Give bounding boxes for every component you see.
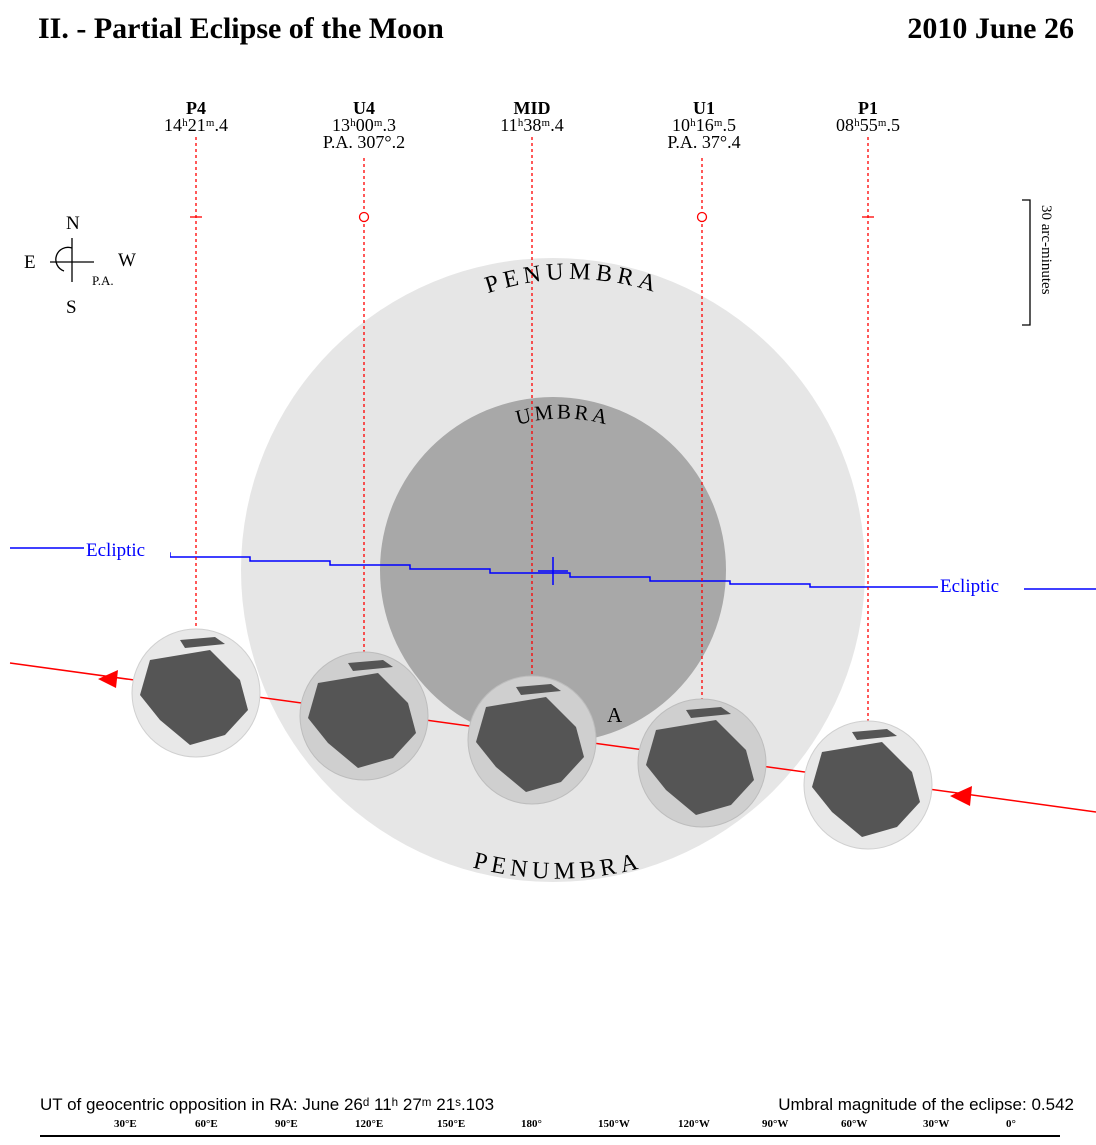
moon-path-arrow-right bbox=[950, 786, 972, 806]
eclipse-diagram: PENUMBRA UMBRA PENUMBRA A Ecliptic Eclip… bbox=[9, 137, 1096, 885]
compass-east: E bbox=[24, 252, 36, 273]
longitude-label: 90°E bbox=[275, 1118, 298, 1130]
compass-north: N bbox=[66, 213, 80, 234]
ecliptic-label-left: Ecliptic bbox=[86, 540, 145, 561]
compass-south: S bbox=[66, 297, 77, 318]
longitude-label: 0° bbox=[1006, 1118, 1016, 1130]
moon-u1 bbox=[637, 698, 767, 828]
longitude-label: 60°E bbox=[195, 1118, 218, 1130]
contact-pa: P.A. 307°.2 bbox=[322, 132, 406, 152]
compass-west: W bbox=[118, 250, 136, 271]
ecliptic-label-bg-left bbox=[84, 539, 170, 561]
contact-time: 14ʰ21ᵐ.4 bbox=[163, 115, 229, 135]
scale-label: 30 arc-minutes bbox=[1038, 205, 1054, 295]
contact-id: U4 bbox=[353, 98, 375, 118]
contact-id: P1 bbox=[858, 98, 878, 118]
contact-label-u4: U4 13ʰ00ᵐ.3 P.A. 307°.2 bbox=[304, 98, 424, 152]
eclipse-date: 2010 June 26 bbox=[907, 12, 1074, 45]
contact-time: 10ʰ16ᵐ.5 bbox=[671, 115, 737, 135]
opposition-time: UT of geocentric opposition in RA: June … bbox=[40, 1095, 495, 1114]
moon-u4 bbox=[299, 651, 429, 781]
page-title: II. - Partial Eclipse of the Moon bbox=[38, 12, 444, 45]
moon-p1 bbox=[803, 720, 933, 850]
longitude-label: 30°E bbox=[114, 1118, 137, 1130]
contact-label-u1: U1 10ʰ16ᵐ.5 P.A. 37°.4 bbox=[644, 98, 764, 152]
contact-label-p1: P1 08ʰ55ᵐ.5 bbox=[818, 98, 918, 135]
compass-pa: P.A. bbox=[92, 273, 114, 288]
moon-path-arrow-left bbox=[98, 670, 118, 688]
contact-lines bbox=[195, 137, 869, 725]
ecliptic-label-bg-right bbox=[938, 575, 1024, 597]
longitude-scale: 30°E 60°E 90°E 120°E 150°E 180° 150°W 12… bbox=[0, 1118, 1096, 1145]
contact-time: 13ʰ00ᵐ.3 bbox=[331, 115, 397, 135]
contact-time: 08ʰ55ᵐ.5 bbox=[835, 115, 901, 135]
longitude-label: 180° bbox=[521, 1118, 542, 1130]
longitude-label: 30°W bbox=[923, 1118, 950, 1130]
longitude-label: 150°W bbox=[598, 1118, 630, 1130]
ecliptic-label-right: Ecliptic bbox=[940, 576, 999, 597]
contact-id: MID bbox=[513, 98, 551, 118]
longitude-label: 60°W bbox=[841, 1118, 868, 1130]
contact-label-p4: P4 14ʰ21ᵐ.4 bbox=[146, 98, 246, 135]
umbral-magnitude: Umbral magnitude of the eclipse: 0.542 bbox=[778, 1095, 1074, 1114]
map-top-border bbox=[40, 1135, 1060, 1137]
contact-label-mid: MID 11ʰ38ᵐ.4 bbox=[482, 98, 582, 135]
longitude-label: 150°E bbox=[437, 1118, 466, 1130]
contact-markers bbox=[190, 211, 874, 223]
longitude-label: 90°W bbox=[762, 1118, 789, 1130]
compass-rose bbox=[50, 238, 94, 282]
longitude-label: 120°W bbox=[678, 1118, 710, 1130]
contact-id: P4 bbox=[186, 98, 206, 118]
moon-mid bbox=[467, 675, 597, 805]
contact-id: U1 bbox=[693, 98, 715, 118]
contact-time: 11ʰ38ᵐ.4 bbox=[500, 115, 564, 135]
umbra-label-bottom: A bbox=[607, 703, 623, 727]
contact-pa: P.A. 37°.4 bbox=[667, 132, 741, 152]
longitude-label: 120°E bbox=[355, 1118, 384, 1130]
scale-bar bbox=[1022, 199, 1031, 326]
moon-p4 bbox=[131, 628, 261, 758]
